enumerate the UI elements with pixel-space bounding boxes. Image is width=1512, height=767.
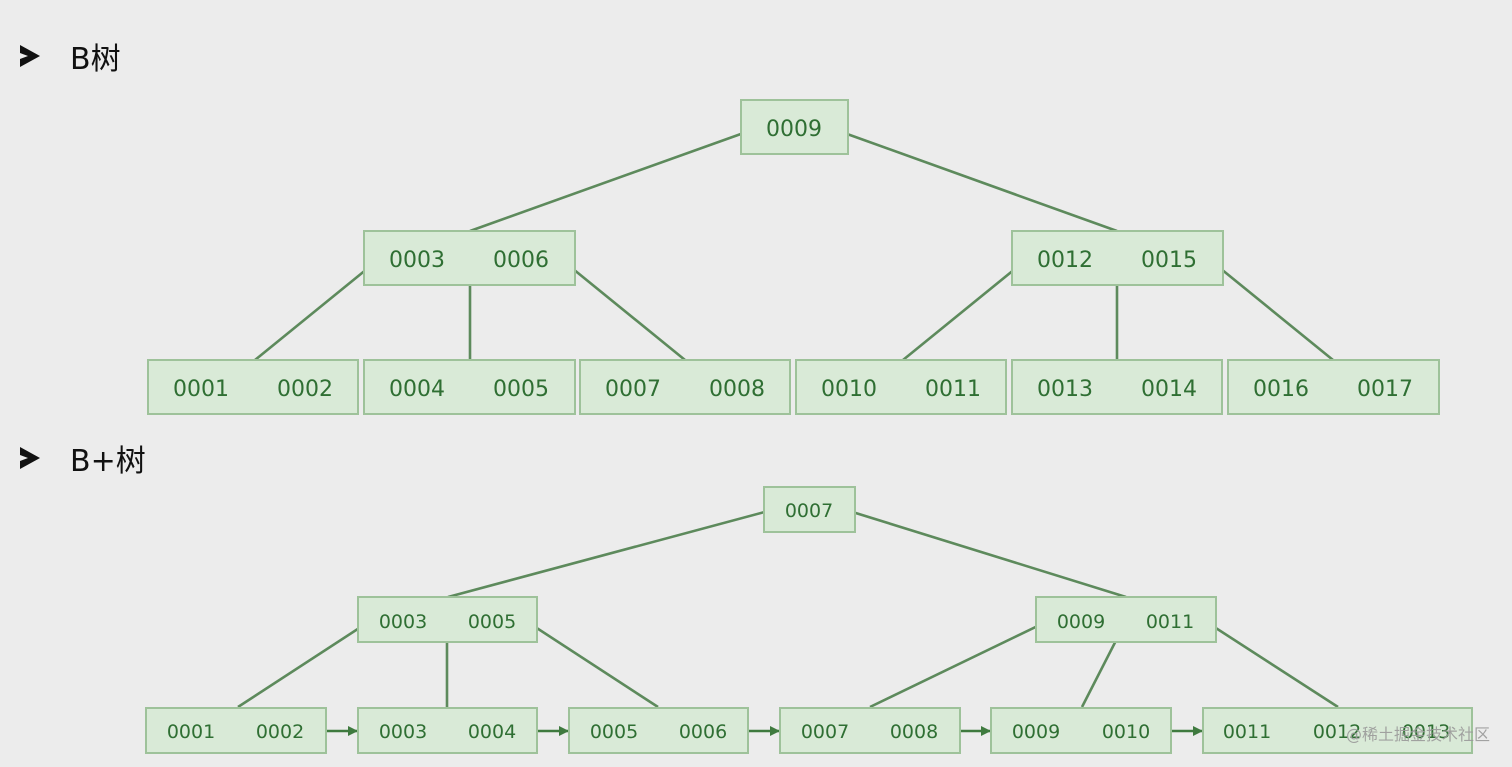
node-key: 0005 [493,377,549,402]
node-key: 0011 [925,377,981,402]
btree-edge [902,258,1027,362]
node-key: 0006 [493,248,549,273]
node-key: 0010 [1102,721,1150,743]
bplus-edge [869,619,1049,709]
bplus-edge [447,508,773,599]
node-key: 0005 [468,611,516,633]
node-key: 0003 [389,248,445,273]
bplus-leaf-node: 0007 0008 [779,707,961,754]
bplus-leaf-node: 0009 0010 [990,707,1172,754]
node-key: 0003 [379,721,427,743]
bplus-leaf-node: 0001 0002 [145,707,327,754]
node-key: 0006 [679,721,727,743]
node-key: 0008 [890,721,938,743]
node-key: 0011 [1223,721,1271,743]
node-key: 0012 [1313,721,1361,743]
bplus-edge [1204,619,1339,709]
node-key: 0009 [766,117,822,142]
node-key: 0007 [801,721,849,743]
btree-leaf-node: 0013 0014 [1011,359,1223,415]
bplus-heading: B+树 [20,436,146,480]
arrow-bullet-icon [20,45,40,67]
bplus-edge [237,619,371,709]
bplus-heading-label: B+树 [70,444,146,479]
node-key: 0017 [1357,377,1413,402]
bplus-internal-node: 0009 0011 [1035,596,1217,643]
node-key: 0001 [167,721,215,743]
node-key: 0004 [468,721,516,743]
btree-edge [1209,258,1334,362]
btree-internal-node: 0012 0015 [1011,230,1224,286]
btree-leaf-node: 0007 0008 [579,359,791,415]
bplus-leaf-node: 0003 0004 [357,707,538,754]
bplus-tree: 0007 0003 0005 0009 0011 0001 0002 0003 … [145,486,1473,754]
bplus-leaf-node: 0005 0006 [568,707,749,754]
btree-heading-label: B树 [70,42,121,77]
bplus-internal-node: 0003 0005 [357,596,538,643]
btree-leaf-node: 0004 0005 [363,359,576,415]
watermark: @稀土掘金技术社区 [1345,725,1490,744]
btree-edge [835,128,1118,233]
node-key: 0004 [389,377,445,402]
node-key: 0016 [1253,377,1309,402]
btree-edge [469,128,753,233]
node-key: 0003 [379,611,427,633]
bplus-leaf-node: 0011 0012 0013 [1202,707,1473,754]
btree-heading: B树 [20,34,121,78]
node-key: 0011 [1146,611,1194,633]
bplus-edge [845,508,1127,599]
node-key: 0008 [709,377,765,402]
btree-edge [254,258,379,362]
btree-leaf-node: 0001 0002 [147,359,359,415]
node-key: 0007 [785,500,833,522]
btree: 0009 0003 0006 0012 0015 0001 0002 0004 … [147,99,1440,415]
node-key: 0013 [1402,721,1450,743]
btree-leaf-node: 0010 0011 [795,359,1007,415]
node-key: 0007 [605,377,661,402]
node-key: 0001 [173,377,229,402]
node-key: 0015 [1141,248,1197,273]
node-key: 0005 [590,721,638,743]
node-key: 0014 [1141,377,1197,402]
btree-internal-node: 0003 0006 [363,230,576,286]
node-key: 0012 [1037,248,1093,273]
bplus-root-node: 0007 [763,486,856,533]
btree-root-node: 0009 [740,99,849,155]
node-key: 0002 [256,721,304,743]
node-key: 0009 [1057,611,1105,633]
arrow-bullet-icon [20,447,40,469]
btree-edge [561,258,686,362]
node-key: 0009 [1012,721,1060,743]
node-key: 0002 [277,377,333,402]
node-key: 0013 [1037,377,1093,402]
node-key: 0010 [821,377,877,402]
bplus-edge [525,619,659,709]
btree-leaf-node: 0016 0017 [1227,359,1440,415]
